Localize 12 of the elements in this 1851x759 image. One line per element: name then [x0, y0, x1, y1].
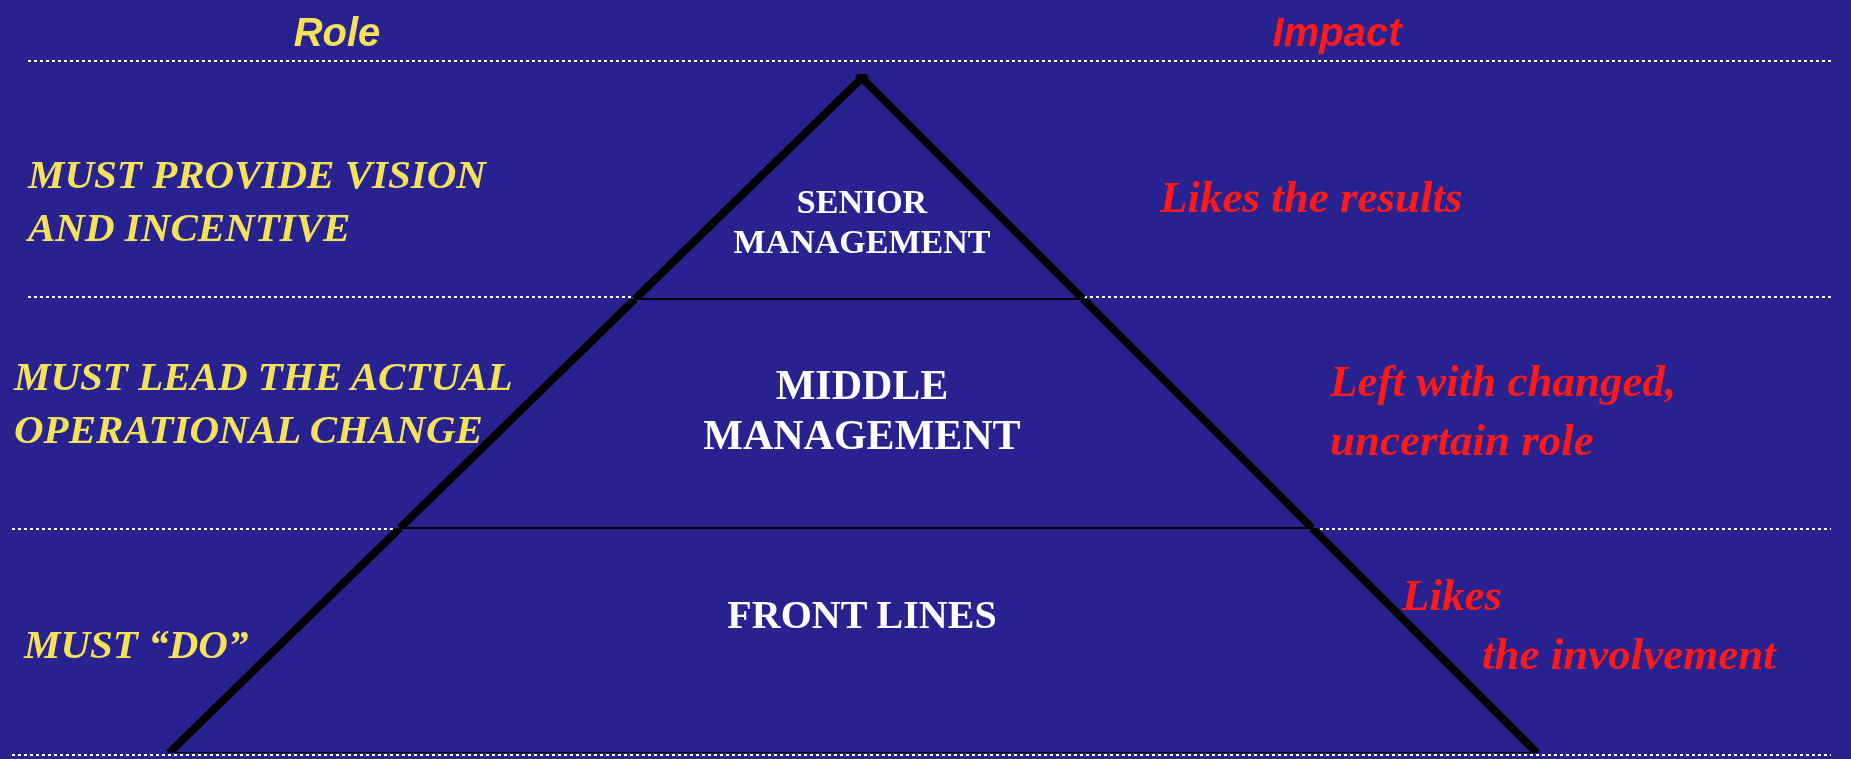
role-text: MUST PROVIDE VISION AND INCENTIVE: [28, 150, 488, 253]
column-heading: Role: [292, 9, 382, 56]
role-text: MUST LEAD THE ACTUAL OPERATIONAL CHANGE: [14, 352, 512, 455]
pyramid-level: [631, 74, 1087, 299]
level-title: SENIOR MANAGEMENT: [732, 181, 992, 263]
impact-text: Left with changed, uncertain role: [1330, 355, 1678, 467]
impact-text: Likes the involvement: [1402, 569, 1776, 681]
level-title: FRONT LINES: [726, 591, 998, 639]
level-title: MIDDLE MANAGEMENT: [702, 360, 1022, 461]
impact-text: Likes the results: [1160, 171, 1464, 224]
column-heading: Impact: [1271, 9, 1404, 56]
role-text: MUST “DO”: [24, 620, 250, 669]
